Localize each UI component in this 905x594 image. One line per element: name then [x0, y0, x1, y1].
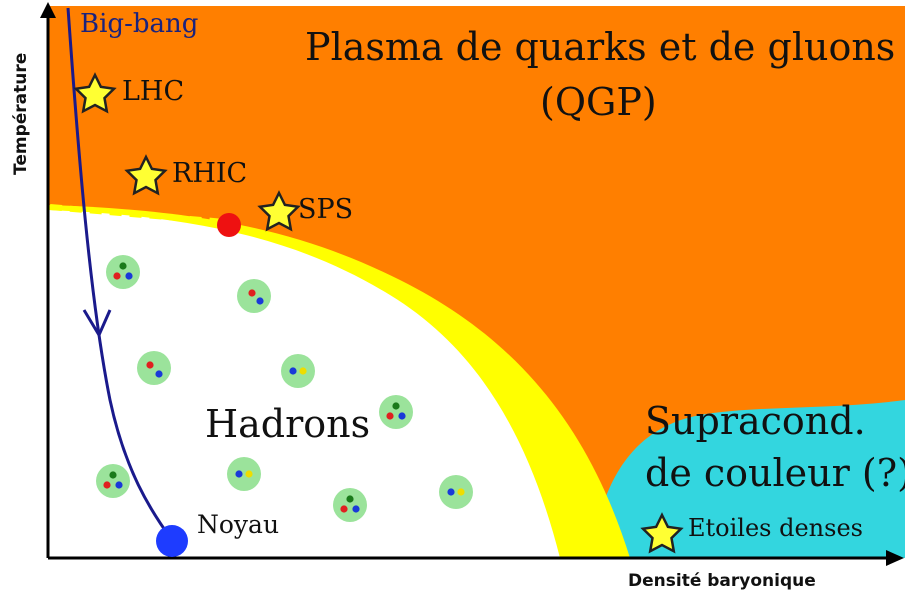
qgp-title-line1: Plasma de quarks et de gluons	[305, 25, 895, 69]
hadron-particle	[281, 354, 315, 388]
hadron-particle	[96, 464, 130, 498]
dense-stars-star-icon	[640, 512, 684, 554]
critical-point	[217, 213, 241, 237]
nucleus-point	[156, 525, 188, 557]
dense-stars-label: Etoiles denses	[688, 514, 863, 542]
hadron-particle	[379, 395, 413, 429]
supracond-line1: Supracond.	[645, 399, 866, 443]
x-axis-label: Densité baryonique	[628, 571, 816, 591]
x-axis-arrow	[886, 550, 904, 566]
hadron-particle	[439, 475, 473, 509]
big-bang-trajectory	[66, 7, 174, 541]
sps-label: SPS	[298, 194, 353, 225]
nucleus-label: Noyau	[197, 510, 279, 539]
y-axis-label: Température	[11, 53, 31, 175]
hadron-particle	[137, 351, 171, 385]
hadrons-group	[96, 255, 473, 522]
supracond-region	[590, 400, 905, 558]
hadron-particle	[237, 279, 271, 313]
hadron-particle	[333, 488, 367, 522]
sps-star-icon	[257, 190, 301, 232]
lhc-label: LHC	[122, 76, 184, 107]
rhic-star-icon	[124, 154, 168, 196]
rhic-label: RHIC	[172, 158, 247, 189]
big-bang-label: Big-bang	[80, 9, 198, 39]
qgp-title-line2: (QGP)	[540, 80, 657, 124]
trajectory-arrowhead	[82, 309, 112, 339]
supracond-line2: de couleur (?)	[645, 451, 905, 495]
hadron-particle	[227, 457, 261, 491]
lhc-star-icon	[73, 72, 117, 114]
y-axis-arrow	[40, 2, 56, 18]
hadron-particle	[106, 255, 140, 289]
boundary-dash	[49, 204, 226, 225]
hadrons-label: Hadrons	[205, 402, 370, 446]
